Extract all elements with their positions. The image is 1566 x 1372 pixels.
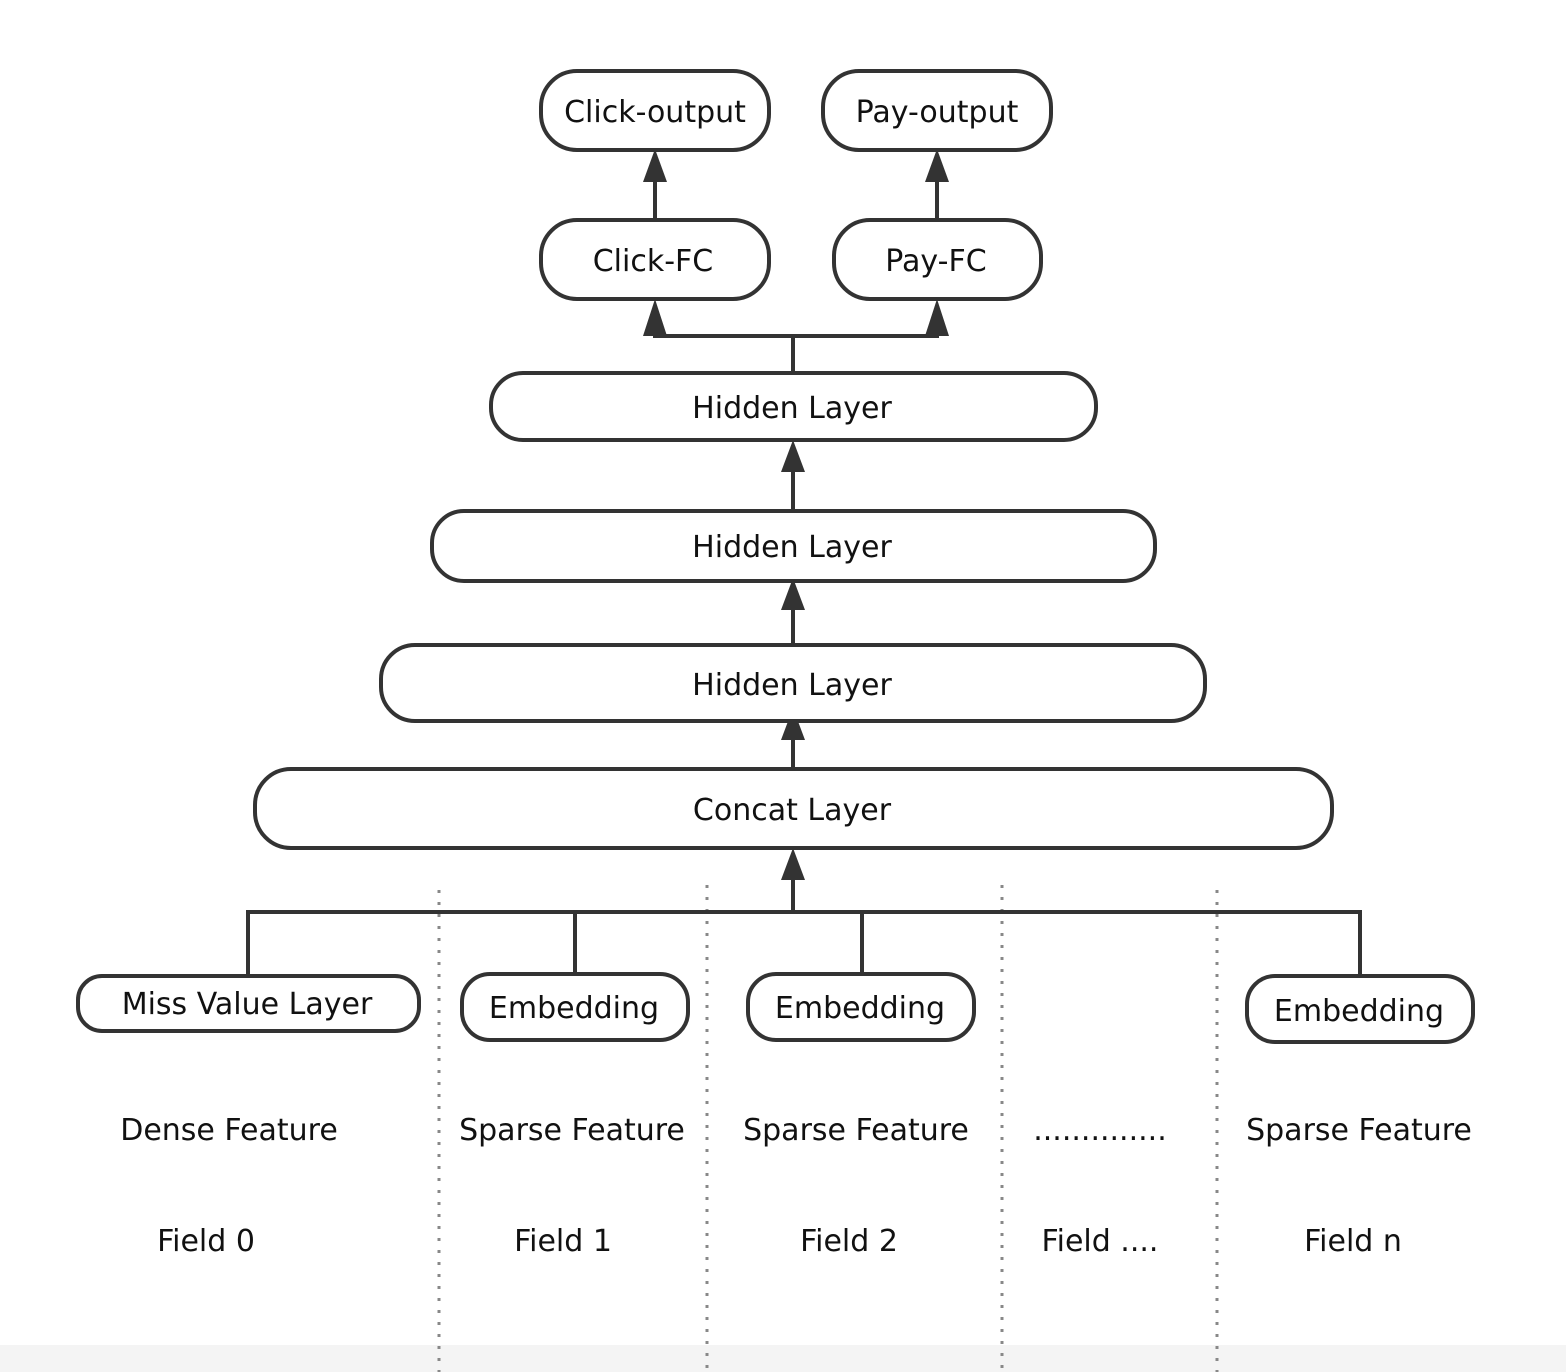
pay-fc-node: Pay-FC [832, 218, 1043, 301]
field-1-label: Field 1 [514, 1224, 612, 1259]
embedding-1-node: Embedding [460, 972, 690, 1042]
field-2-label: Field 2 [800, 1224, 898, 1259]
embedding-2-label: Embedding [775, 991, 945, 1026]
click-output-label: Click-output [564, 95, 746, 130]
miss-value-layer-node: Miss Value Layer [76, 974, 421, 1033]
hidden-layer-3-node: Hidden Layer [379, 643, 1207, 723]
concat-arrowhead [781, 848, 805, 880]
field-0-label: Field 0 [157, 1224, 255, 1259]
hidden-2-arrowhead [781, 578, 805, 610]
click-output-node: Click-output [539, 69, 771, 152]
click-fc-label: Click-FC [593, 244, 714, 279]
field-2-feature-type: Sparse Feature [743, 1113, 969, 1148]
pay-output-label: Pay-output [856, 95, 1019, 130]
embedding-n-label: Embedding [1274, 994, 1444, 1029]
input-bus-edge [246, 910, 1362, 975]
concat-layer-node: Concat Layer [253, 767, 1334, 850]
field-1-feature-type: Sparse Feature [459, 1113, 685, 1148]
embedding-1-label: Embedding [489, 991, 659, 1026]
hidden-layer-1-node: Hidden Layer [489, 371, 1098, 442]
pay-fc-label: Pay-FC [885, 244, 986, 279]
pay-output-node: Pay-output [821, 69, 1053, 152]
field-0-feature-type: Dense Feature [120, 1113, 338, 1148]
click-fc-node: Click-FC [539, 218, 771, 301]
field-etc-feature-type: .............. [1033, 1113, 1167, 1148]
miss-value-layer-label: Miss Value Layer [122, 987, 373, 1022]
field-n-label: Field n [1304, 1224, 1402, 1259]
hidden-layer-2-label: Hidden Layer [692, 530, 892, 565]
hidden-3-arrowhead [781, 708, 805, 740]
field-etc-label: Field .... [1042, 1224, 1159, 1259]
hidden-layer-2-node: Hidden Layer [430, 509, 1157, 583]
click-output-arrowhead [643, 149, 667, 182]
embedding-n-node: Embedding [1245, 974, 1475, 1044]
fc-split-edge [653, 334, 939, 338]
field-n-feature-type: Sparse Feature [1246, 1113, 1472, 1148]
concat-layer-label: Concat Layer [693, 793, 892, 828]
pay-fc-arrowhead [925, 299, 949, 336]
hidden-layer-3-label: Hidden Layer [692, 668, 892, 703]
embedding-2-node: Embedding [746, 972, 976, 1042]
hidden-1-arrowhead [781, 440, 805, 472]
hidden-layer-1-label: Hidden Layer [692, 391, 892, 426]
pay-output-arrowhead [925, 149, 949, 182]
bottom-strip [0, 1345, 1566, 1372]
click-fc-arrowhead [643, 299, 667, 336]
